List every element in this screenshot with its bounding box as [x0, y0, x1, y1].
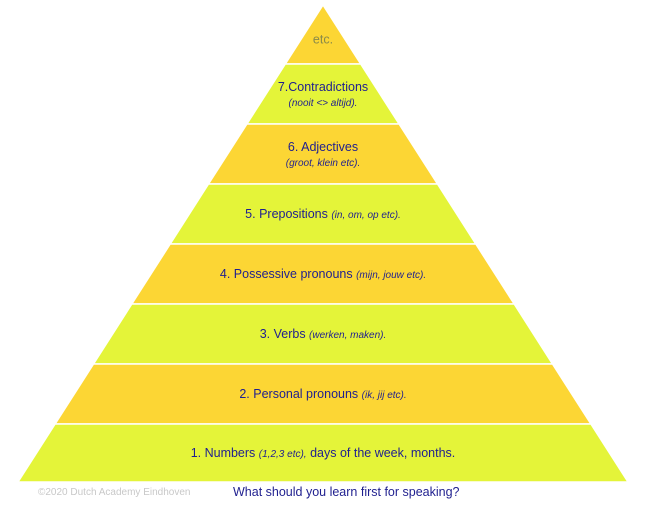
tier-label: 1. Numbers (1,2,3 etc), days of the week…: [191, 446, 456, 460]
tier-note-text: (in, om, op etc).: [331, 210, 400, 221]
tier-note: (groot, klein etc).: [286, 158, 360, 169]
tier-main-text: 1. Numbers: [191, 446, 259, 460]
tier-main-text: 7.Contradictions: [278, 80, 368, 94]
tier-label-top: etc.: [313, 33, 333, 47]
tier-label: 3. Verbs (werken, maken).: [260, 327, 387, 341]
pyramid-tier-7: [245, 63, 401, 125]
tier-note-text: (groot, klein etc).: [286, 158, 360, 169]
tier-note: (nooit <> altijd).: [289, 98, 358, 109]
tier-main-text: etc.: [313, 33, 333, 47]
tier-note-text: (mijn, jouw etc).: [356, 270, 426, 281]
tier-label: 5. Prepositions (in, om, op etc).: [245, 207, 401, 221]
tier-main-text: 2. Personal pronouns: [239, 387, 361, 401]
tier-main-text: 5. Prepositions: [245, 207, 331, 221]
tier-label: 2. Personal pronouns (ik, jij etc).: [239, 387, 406, 401]
tier-label: 7.Contradictions: [278, 80, 368, 94]
tier-main-text: 3. Verbs: [260, 327, 309, 341]
tier-note-text: (nooit <> altijd).: [289, 98, 358, 109]
pyramid-caption: What should you learn first for speaking…: [233, 485, 460, 499]
tier-label: 6. Adjectives: [288, 140, 358, 154]
tier-label: 4. Possessive pronouns (mijn, jouw etc).: [220, 267, 426, 281]
tier-tail-text: days of the week, months.: [307, 446, 456, 460]
tier-main-text: 6. Adjectives: [288, 140, 358, 154]
pyramid-tier-1: [16, 423, 630, 483]
pyramid-tier-6: [207, 123, 439, 185]
tier-main-text: 4. Possessive pronouns: [220, 267, 356, 281]
tier-note-text: (werken, maken).: [309, 330, 386, 341]
tier-note-text: (ik, jij etc).: [362, 390, 407, 401]
copyright-notice: ©2020 Dutch Academy Eindhoven: [38, 487, 191, 498]
tier-note-text: (1,2,3 etc),: [259, 449, 307, 460]
